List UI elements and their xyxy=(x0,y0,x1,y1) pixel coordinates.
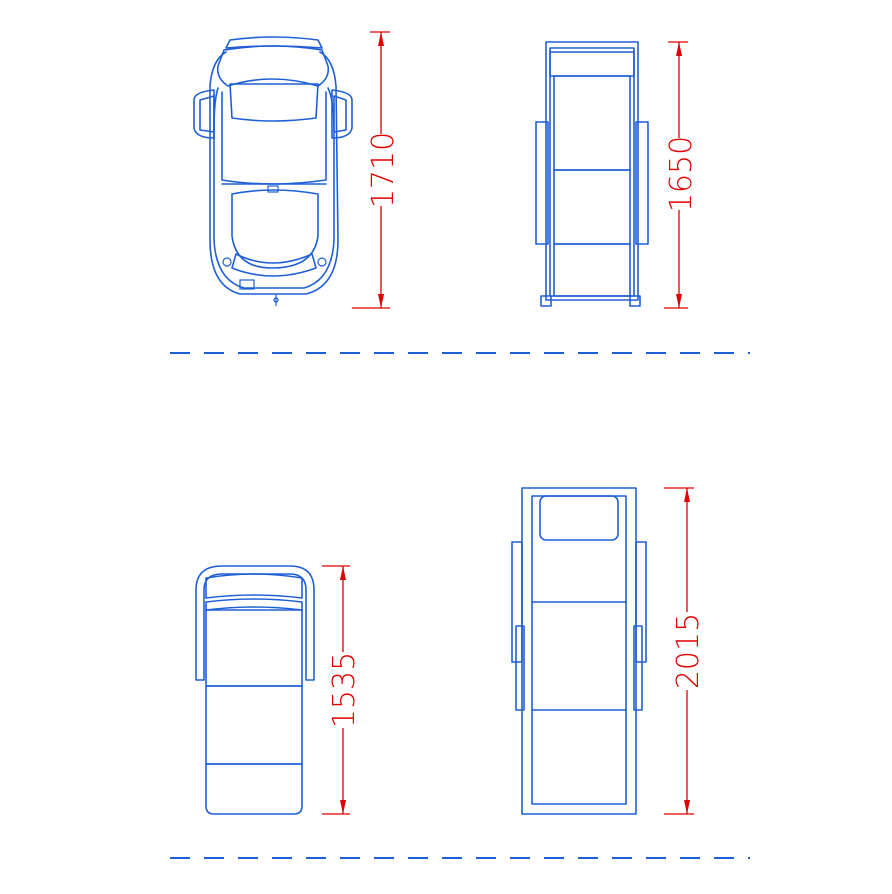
dimension-label-1710: 1710 xyxy=(366,132,401,208)
dimension-chair-1: 1710 xyxy=(352,31,401,309)
chair-4-plan xyxy=(511,487,647,815)
dimension-chair-3: 1535 xyxy=(322,565,362,815)
dimension-label-1535: 1535 xyxy=(327,652,362,728)
dimension-chair-4: 2015 xyxy=(664,487,706,815)
dimension-chair-2: 1650 xyxy=(664,41,699,309)
chair-1-plan xyxy=(193,36,353,306)
chair-2-plan xyxy=(535,41,649,307)
dimension-label-2015: 2015 xyxy=(671,613,706,689)
chair-3-plan xyxy=(195,565,315,815)
dimension-label-1650: 1650 xyxy=(664,136,699,212)
